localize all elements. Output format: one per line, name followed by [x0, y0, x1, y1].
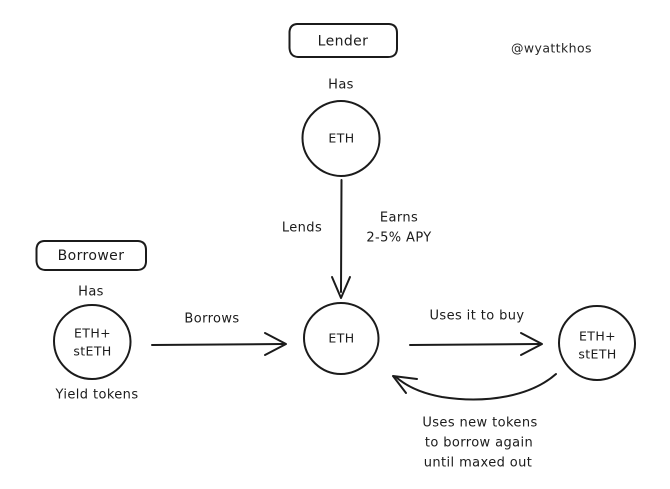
node-center-eth: ETH: [303, 302, 380, 375]
node-borrower-assets-line2: stETH: [73, 344, 111, 359]
watermark-handle: @wyattkhos: [511, 41, 592, 56]
borrower-has-label: Has: [78, 285, 104, 300]
lender-box: Lender: [288, 23, 398, 58]
edge-uses-it-to-buy-label: Uses it to buy: [429, 309, 524, 324]
lender-box-label: Lender: [318, 34, 369, 50]
node-lender-eth-label: ETH: [328, 131, 354, 146]
node-bought-assets-line1: ETH+: [579, 329, 616, 344]
edge-borrows-arrow: [151, 332, 287, 356]
lender-has-label: Has: [328, 78, 354, 93]
edge-loop-back-label-line1: Uses new tokens: [422, 416, 537, 431]
borrower-box: Borrower: [35, 240, 147, 271]
node-bought-assets-line2: stETH: [578, 347, 616, 362]
node-bought-assets: ETH+ stETH: [558, 305, 637, 381]
node-borrower-assets: ETH+ stETH: [53, 304, 132, 380]
yield-tokens-label: Yield tokens: [54, 388, 138, 403]
edge-lends-arrow: [331, 179, 351, 299]
edge-borrows-label: Borrows: [184, 312, 239, 327]
edge-lends-label: Lends: [282, 221, 322, 236]
node-borrower-assets-line1: ETH+: [74, 326, 111, 341]
edge-earns-label-line2: 2-5% APY: [366, 231, 431, 246]
edge-loop-back-arrow: [392, 373, 557, 401]
node-center-eth-label: ETH: [328, 331, 354, 346]
edge-earns-label-line1: Earns: [380, 211, 418, 226]
node-lender-eth: ETH: [301, 100, 381, 177]
edge-loop-back-label-line2: to borrow again: [425, 436, 533, 451]
borrower-box-label: Borrower: [58, 248, 125, 264]
edge-uses-it-to-buy-arrow: [409, 332, 543, 356]
edge-loop-back-label-line3: until maxed out: [424, 456, 533, 471]
